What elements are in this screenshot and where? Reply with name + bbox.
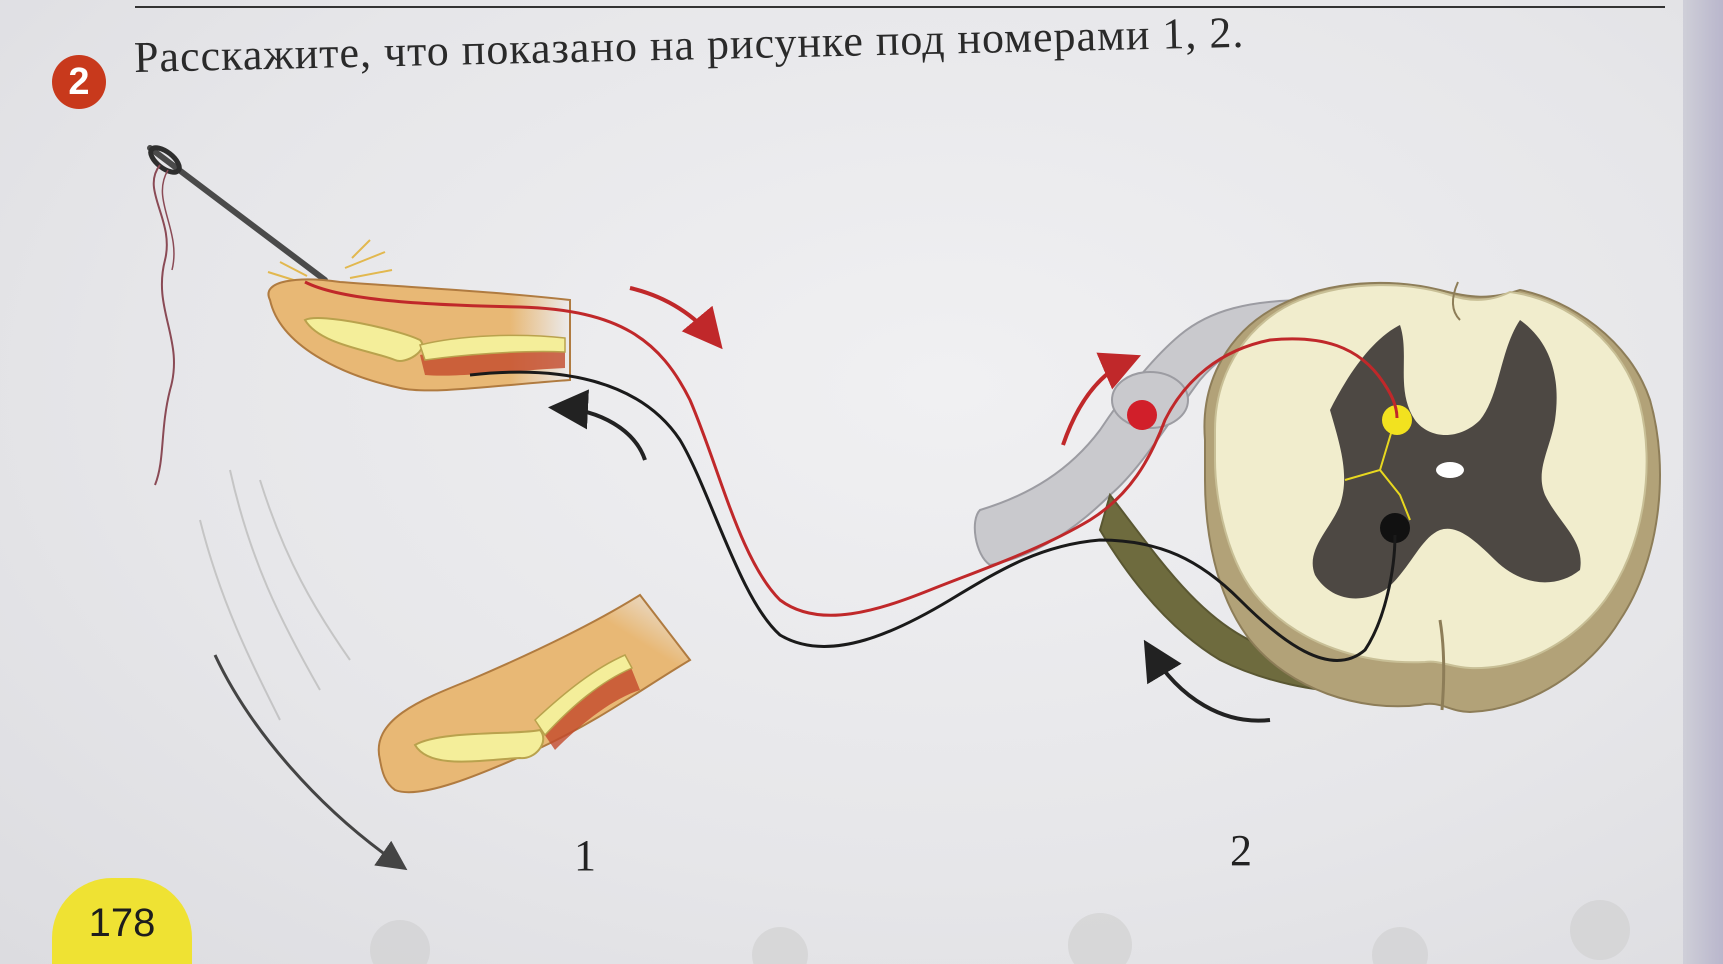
decorative-dandelions: [370, 900, 1630, 964]
top-rule: [135, 0, 1665, 8]
pain-spark-icon: [267, 239, 393, 283]
motor-neuron-body: [1380, 513, 1410, 543]
arrow-motor-1: [548, 389, 647, 461]
figure-label-1: 1: [574, 831, 596, 880]
task-number-badge: 2: [52, 55, 106, 109]
finger-withdrawn: [377, 593, 692, 794]
sensory-neuron-body: [1127, 400, 1157, 430]
figure-label-2: 2: [1230, 826, 1252, 875]
finger-pricked: [267, 278, 571, 392]
arrow-sensory-2: [1061, 352, 1142, 446]
page-number: 178: [52, 878, 192, 964]
page-edge: [1683, 0, 1723, 964]
sensory-pathway: [304, 280, 1399, 617]
spinal-cord-section: [1203, 281, 1661, 714]
motion-arrow: [213, 654, 408, 871]
motor-pathway: [469, 370, 1397, 662]
interneuron: [1344, 405, 1412, 521]
arrow-sensory-1: [629, 286, 723, 350]
needle-icon: [147, 145, 328, 486]
arrow-motor-2: [1143, 639, 1271, 723]
